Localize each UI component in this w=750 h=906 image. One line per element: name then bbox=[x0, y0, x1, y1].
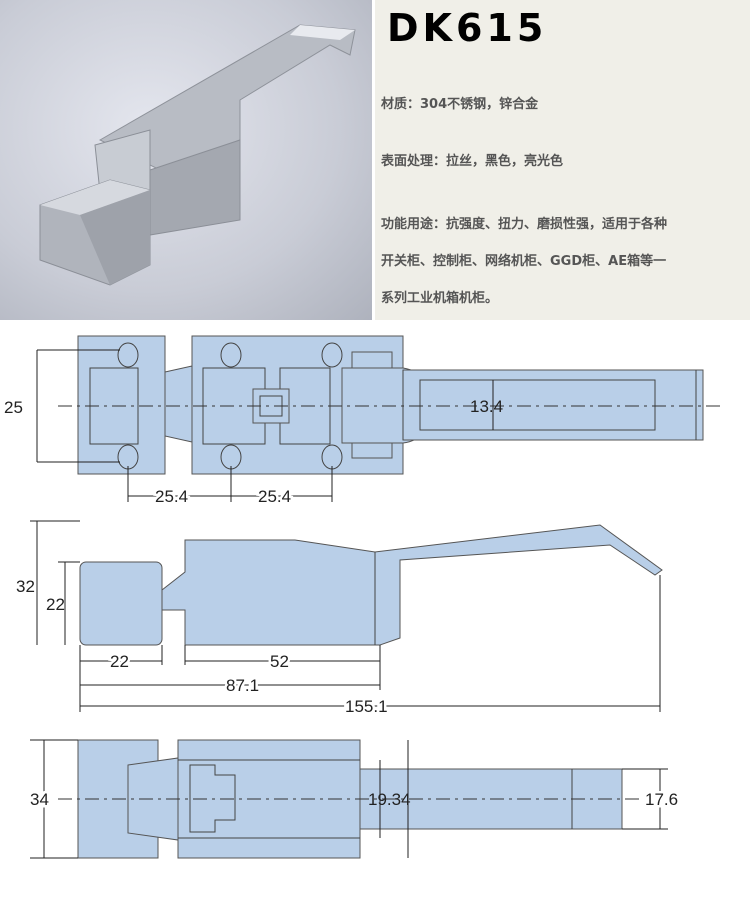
dim-end-height: 34 bbox=[30, 790, 49, 809]
spec-usage-1: 功能用途：抗强度、扭力、磨损性强，适用于各种 bbox=[381, 217, 668, 232]
dim-handle-width-end: 17.6 bbox=[645, 790, 678, 809]
dim-mid-width: 19.34 bbox=[368, 790, 411, 809]
dim-pitch-2: 25.4 bbox=[258, 487, 291, 506]
dim-height-25: 25 bbox=[4, 398, 23, 417]
top-view-drawing: 25 25.4 25.4 13.4 bbox=[4, 335, 725, 509]
spec-material: 材质：304不锈钢，锌合金 bbox=[381, 97, 539, 112]
side-view-drawing: 32 22 22 52 87.1 155.1 bbox=[16, 520, 663, 719]
spec-finish: 表面处理：拉丝，黑色，亮光色 bbox=[381, 154, 564, 169]
dim-total-length: 155.1 bbox=[345, 697, 388, 716]
dim-pitch-1: 25.4 bbox=[155, 487, 188, 506]
model-title: DK615 bbox=[387, 6, 548, 50]
product-info: DK615 材质：304不锈钢，锌合金 表面处理：拉丝，黑色，亮光色 功能用途：… bbox=[375, 0, 750, 320]
product-photo bbox=[0, 0, 372, 320]
spec-usage-3: 系列工业机箱机柜。 bbox=[381, 291, 499, 306]
end-view-drawing: 34 19.34 17.6 bbox=[28, 739, 681, 859]
dim-body-extent: 87.1 bbox=[226, 676, 259, 695]
dim-base-height: 22 bbox=[46, 595, 65, 614]
product-header: DK615 材质：304不锈钢，锌合金 表面处理：拉丝，黑色，亮光色 功能用途：… bbox=[0, 0, 750, 320]
dim-total-height: 32 bbox=[16, 577, 35, 596]
latch-photo-illustration bbox=[39, 24, 356, 286]
spec-usage-2: 开关柜、控制柜、网络机柜、GGD柜、AE箱等一 bbox=[381, 254, 667, 269]
dim-body-length: 52 bbox=[270, 652, 289, 671]
technical-drawings: 25 25.4 25.4 13.4 32 22 22 52 87.1 155.1 bbox=[4, 335, 725, 859]
dim-handle-width: 13.4 bbox=[470, 397, 503, 416]
dim-base-length: 22 bbox=[110, 652, 129, 671]
